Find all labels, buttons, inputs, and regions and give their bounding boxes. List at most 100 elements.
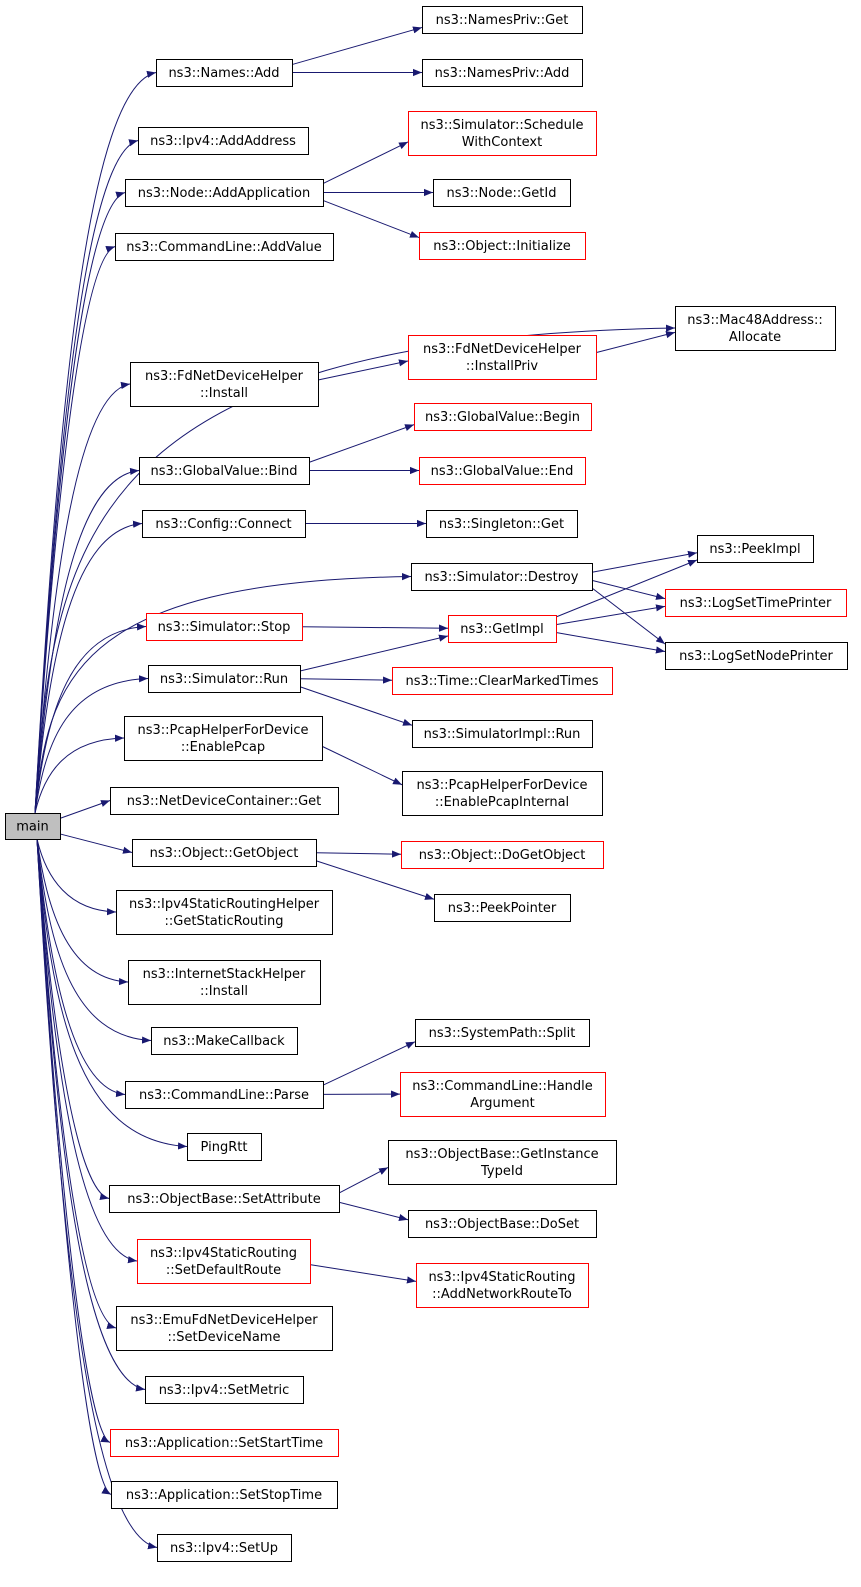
node-box — [110, 1429, 339, 1457]
node-names-add[interactable]: ns3::Names::Add — [156, 59, 293, 87]
node-box — [125, 1081, 324, 1109]
edge-getimpl-to-logsetnodeprinter — [555, 632, 666, 654]
node-sim-run[interactable]: ns3::Simulator::Run — [148, 665, 301, 693]
edge-fdnet-installpriv-to-mac48-allocate — [595, 331, 676, 354]
edge-ob-setattribute-to-ob-getinstancetypeid — [338, 1167, 389, 1194]
node-ipv4-addaddress[interactable]: ns3::Ipv4::AddAddress — [138, 127, 309, 155]
node-label: ns3::Object::DoGetObject — [419, 848, 586, 863]
node-label: ::SetDefaultRoute — [166, 1263, 281, 1278]
node-object-getobject[interactable]: ns3::Object::GetObject — [132, 839, 317, 867]
node-ipv4sr-addnetroute[interactable]: ns3::Ipv4StaticRouting::AddNetworkRouteT… — [416, 1263, 589, 1308]
node-label: main — [16, 820, 48, 835]
node-label: ns3::GlobalValue::Bind — [151, 464, 298, 479]
node-mac48-allocate[interactable]: ns3::Mac48Address::Allocate — [675, 306, 836, 351]
edge-sim-run-to-time-clearmarked — [299, 676, 393, 684]
edge-node-addapp-to-sim-schedwithctx — [322, 141, 409, 185]
node-gv-begin[interactable]: ns3::GlobalValue::Begin — [414, 403, 592, 431]
node-logsettimeprinter[interactable]: ns3::LogSetTimePrinter — [665, 589, 847, 617]
node-ipv4-setmetric[interactable]: ns3::Ipv4::SetMetric — [145, 1376, 304, 1404]
node-box — [148, 665, 301, 693]
node-config-connect[interactable]: ns3::Config::Connect — [142, 510, 306, 538]
node-cmdline-parse[interactable]: ns3::CommandLine::Parse — [125, 1081, 324, 1109]
node-getimpl[interactable]: ns3::GetImpl — [448, 615, 557, 643]
node-pingrtt[interactable]: PingRtt — [187, 1133, 262, 1161]
node-label: ns3::Application::SetStartTime — [125, 1436, 323, 1451]
node-peekpointer[interactable]: ns3::PeekPointer — [434, 894, 571, 922]
node-ipv4sr-setdefault[interactable]: ns3::Ipv4StaticRouting::SetDefaultRoute — [137, 1239, 311, 1284]
node-label: ns3::ObjectBase::SetAttribute — [127, 1192, 321, 1207]
node-label: ns3::Singleton::Get — [439, 517, 564, 532]
edge-main-to-ipv4-setup — [36, 838, 158, 1550]
node-logsetnodeprinter[interactable]: ns3::LogSetNodePrinter — [665, 642, 848, 670]
node-label: ns3::NetDeviceContainer::Get — [127, 794, 322, 809]
node-object-dogetobject[interactable]: ns3::Object::DoGetObject — [401, 841, 604, 869]
node-label: ns3::LogSetTimePrinter — [680, 596, 832, 611]
node-ipv4-setup[interactable]: ns3::Ipv4::SetUp — [157, 1534, 292, 1562]
node-singleton-get[interactable]: ns3::Singleton::Get — [426, 510, 578, 538]
node-box — [116, 1306, 333, 1351]
node-box — [138, 127, 309, 155]
node-label: ns3::CommandLine::Parse — [139, 1088, 309, 1103]
node-emufd-setdevicename[interactable]: ns3::EmuFdNetDeviceHelper::SetDeviceName — [116, 1306, 333, 1351]
edge-getimpl-to-peekimpl — [555, 559, 698, 618]
node-makecallback[interactable]: ns3::MakeCallback — [151, 1027, 298, 1055]
node-box — [414, 403, 592, 431]
edge-sim-destroy-to-logsetnodeprinter — [591, 587, 666, 645]
edge-object-getobject-to-object-dogetobject — [315, 850, 402, 858]
node-box — [419, 457, 586, 485]
node-ipv4srh-getstatic[interactable]: ns3::Ipv4StaticRoutingHelper::GetStaticR… — [116, 890, 333, 935]
node-namespriv-add[interactable]: ns3::NamesPriv::Add — [422, 59, 583, 87]
node-label: ns3::NamesPriv::Add — [435, 66, 570, 81]
edge-fdnet-install-to-fdnet-installpriv — [317, 359, 409, 381]
node-box — [124, 716, 323, 761]
node-label: ::Install — [200, 386, 248, 401]
node-app-setstart[interactable]: ns3::Application::SetStartTime — [110, 1429, 339, 1457]
node-ndc-get[interactable]: ns3::NetDeviceContainer::Get — [110, 787, 339, 815]
edge-object-getobject-to-peekpointer — [315, 860, 435, 900]
node-box — [434, 894, 571, 922]
node-box — [408, 1210, 597, 1238]
node-simimpl-run[interactable]: ns3::SimulatorImpl::Run — [412, 720, 593, 748]
node-cmdline-addvalue[interactable]: ns3::CommandLine::AddValue — [115, 233, 334, 261]
edge-main-to-pingrtt — [36, 838, 188, 1150]
node-sim-stop[interactable]: ns3::Simulator::Stop — [146, 613, 303, 641]
node-syspath-split[interactable]: ns3::SystemPath::Split — [415, 1019, 590, 1047]
node-node-addapp[interactable]: ns3::Node::AddApplication — [125, 179, 324, 207]
node-gv-end[interactable]: ns3::GlobalValue::End — [419, 457, 586, 485]
node-peekimpl[interactable]: ns3::PeekImpl — [697, 535, 814, 563]
edge-getimpl-to-logsettimeprinter — [555, 604, 666, 626]
node-label: ::EnablePcapInternal — [435, 795, 569, 810]
node-fdnet-installpriv[interactable]: ns3::FdNetDeviceHelper::InstallPriv — [408, 335, 597, 380]
node-main[interactable]: main — [5, 813, 61, 840]
node-ish-install[interactable]: ns3::InternetStackHelper::Install — [128, 960, 321, 1005]
node-sim-destroy[interactable]: ns3::Simulator::Destroy — [411, 563, 593, 591]
node-box — [132, 839, 317, 867]
node-pcap-enablepcap[interactable]: ns3::PcapHelperForDevice::EnablePcap — [124, 716, 323, 761]
node-app-setstop[interactable]: ns3::Application::SetStopTime — [111, 1481, 338, 1509]
node-label: ns3::Simulator::Schedule — [420, 118, 583, 133]
node-label: ns3::MakeCallback — [163, 1034, 285, 1049]
node-time-clearmarked[interactable]: ns3::Time::ClearMarkedTimes — [392, 667, 613, 695]
node-box — [415, 1019, 590, 1047]
node-label: ::AddNetworkRouteTo — [432, 1287, 572, 1302]
node-box — [109, 1185, 340, 1213]
node-fdnet-install[interactable]: ns3::FdNetDeviceHelper::Install — [130, 362, 319, 407]
node-label: ::InstallPriv — [466, 359, 538, 374]
node-pcap-enablepcapinternal[interactable]: ns3::PcapHelperForDevice::EnablePcapInte… — [402, 771, 603, 816]
node-box — [111, 1481, 338, 1509]
node-ob-doset[interactable]: ns3::ObjectBase::DoSet — [408, 1210, 597, 1238]
node-namespriv-get[interactable]: ns3::NamesPriv::Get — [422, 6, 583, 34]
node-box — [392, 667, 613, 695]
node-label: ns3::LogSetNodePrinter — [679, 649, 833, 664]
node-node-getid[interactable]: ns3::Node::GetId — [433, 179, 571, 207]
node-box — [422, 59, 583, 87]
node-box — [433, 179, 571, 207]
node-ob-setattribute[interactable]: ns3::ObjectBase::SetAttribute — [109, 1185, 340, 1213]
edge-sim-stop-to-getimpl — [301, 624, 449, 632]
edge-sim-run-to-getimpl — [299, 634, 449, 672]
node-gv-bind[interactable]: ns3::GlobalValue::Bind — [139, 457, 310, 485]
node-object-initialize[interactable]: ns3::Object::Initialize — [419, 232, 586, 260]
